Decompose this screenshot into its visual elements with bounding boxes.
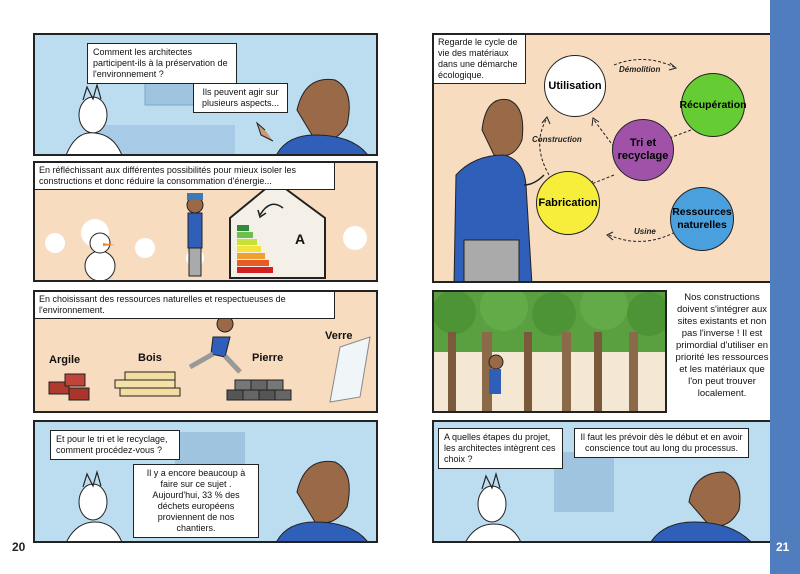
speech-bubble-answer: Il y a encore beaucoup à faire sur ce su…: [133, 464, 259, 538]
page-edge-sidebar: [770, 0, 800, 574]
comic-panel-final: A quelles étapes du projet, les architec…: [432, 420, 772, 543]
material-label-bois: Bois: [138, 352, 162, 364]
material-label-pierre: Pierre: [252, 352, 284, 364]
speech-bubble-question: A quelles étapes du projet, les architec…: [438, 428, 563, 469]
cycle-node-recuperation: Récupération: [679, 73, 747, 137]
cycle-node-fabrication: Fabrication: [536, 171, 600, 235]
panel-3-illustration: [48, 315, 371, 403]
cycle-node-utilisation: Utilisation: [544, 55, 606, 117]
page-number: 20: [12, 540, 26, 554]
comic-panel-4: Et pour le tri et le recyclage, comment …: [33, 420, 378, 543]
material-label-verre: Verre: [325, 330, 353, 342]
cycle-node-ressources: Ressources naturelles: [670, 187, 734, 251]
arrow-label-usine: Usine: [634, 227, 656, 236]
cycle-node-tri-recyclage: Tri et recyclage: [612, 119, 674, 181]
energy-class-label: A: [295, 231, 306, 247]
left-page: Comment les architectes participent-ils …: [0, 0, 380, 574]
comic-panel-3: En choisissant des ressources naturelles…: [33, 290, 378, 413]
comic-panel-forest: [432, 290, 667, 413]
comic-panel-2: En réfléchissant aux différentes possibi…: [33, 161, 378, 282]
speech-bubble-question: Et pour le tri et le recyclage, comment …: [50, 430, 180, 460]
panel-2-caption: En réfléchissant aux différentes possibi…: [35, 163, 335, 190]
speech-bubble-answer: Il faut les prévoir dès le début et en a…: [574, 428, 749, 458]
panel-final-illustration: [465, 452, 751, 541]
comic-panel-cycle: Regarde le cycle de vie des matériaux da…: [432, 33, 772, 283]
panel-cycle-caption: Regarde le cycle de vie des matériaux da…: [434, 35, 526, 84]
material-label-argile: Argile: [49, 354, 81, 366]
comic-panel-1: Comment les architectes participent-ils …: [33, 33, 378, 156]
forest-illustration: [434, 292, 665, 411]
panel-2-illustration: [45, 179, 367, 280]
arrow-label-demolition: Démolition: [619, 65, 661, 74]
arrow-label-construction: Construction: [532, 135, 582, 144]
page-number: 21: [776, 540, 790, 554]
speech-bubble-question: Comment les architectes participent-ils …: [87, 43, 237, 84]
panel-3-caption: En choisissant des ressources naturelles…: [35, 292, 335, 319]
side-text-local-resources: Nos constructions doivent s'intégrer aux…: [675, 292, 769, 399]
speech-bubble-answer: Ils peuvent agir sur plusieurs aspects..…: [193, 83, 288, 113]
panel-1-illustration: [66, 74, 368, 154]
right-page: Regarde le cycle de vie des matériaux da…: [420, 0, 800, 574]
